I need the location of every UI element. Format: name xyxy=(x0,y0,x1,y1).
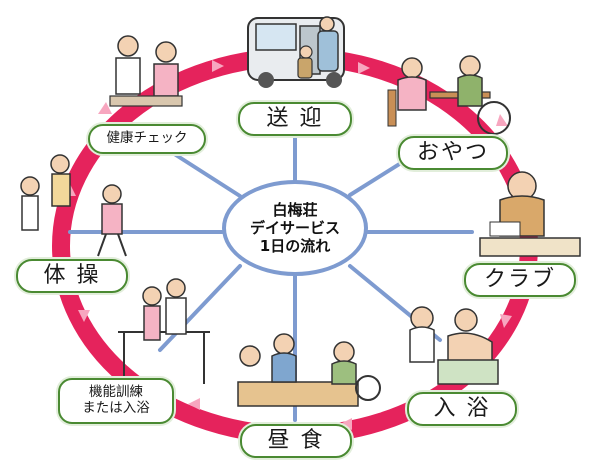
step-kinou-line2: または入浴 xyxy=(82,400,150,416)
step-oyatsu-label: おやつ xyxy=(398,136,508,170)
step-taisou-label: 体 操 xyxy=(16,259,128,293)
ring-arrow-icon xyxy=(98,102,112,114)
ring-arrow-icon xyxy=(78,310,90,322)
ring-arrow-icon xyxy=(188,398,200,410)
step-club-label: クラブ xyxy=(464,263,576,297)
step-kinou-line1: 機能訓練 xyxy=(89,384,143,401)
transport-van-illustration xyxy=(247,16,345,88)
ring-arrow-icon xyxy=(340,418,352,430)
rehabilitation-illustration xyxy=(118,278,210,384)
snack-time-illustration xyxy=(387,55,511,135)
step-kenkou-label: 健康チェック xyxy=(88,124,206,154)
ring-arrow-icon xyxy=(496,114,508,126)
lunch-illustration xyxy=(237,333,381,407)
club-activity-illustration xyxy=(479,171,581,257)
step-nyuyoku-label: 入 浴 xyxy=(407,392,517,426)
center-title-line1: 白梅荘 xyxy=(272,201,318,219)
step-kinou-label: 機能訓練 または入浴 xyxy=(58,378,174,424)
spoke-bottom-left xyxy=(158,264,242,352)
ring-arrow-icon xyxy=(358,62,370,74)
center-title-line3: 1日の流れ xyxy=(259,237,331,255)
ring-arrow-icon xyxy=(212,60,224,72)
bathing-illustration xyxy=(409,306,499,385)
step-chushoku-label: 昼 食 xyxy=(240,424,352,458)
center-title-line2: デイサービス xyxy=(249,219,340,237)
exercise-illustration xyxy=(20,154,127,257)
spoke-top-left xyxy=(163,146,242,198)
step-sougei-label: 送 迎 xyxy=(238,102,352,136)
ring-arrow-icon xyxy=(500,314,512,328)
health-check-illustration xyxy=(109,35,183,107)
center-title: 白梅荘 デイサービス 1日の流れ xyxy=(222,180,368,276)
